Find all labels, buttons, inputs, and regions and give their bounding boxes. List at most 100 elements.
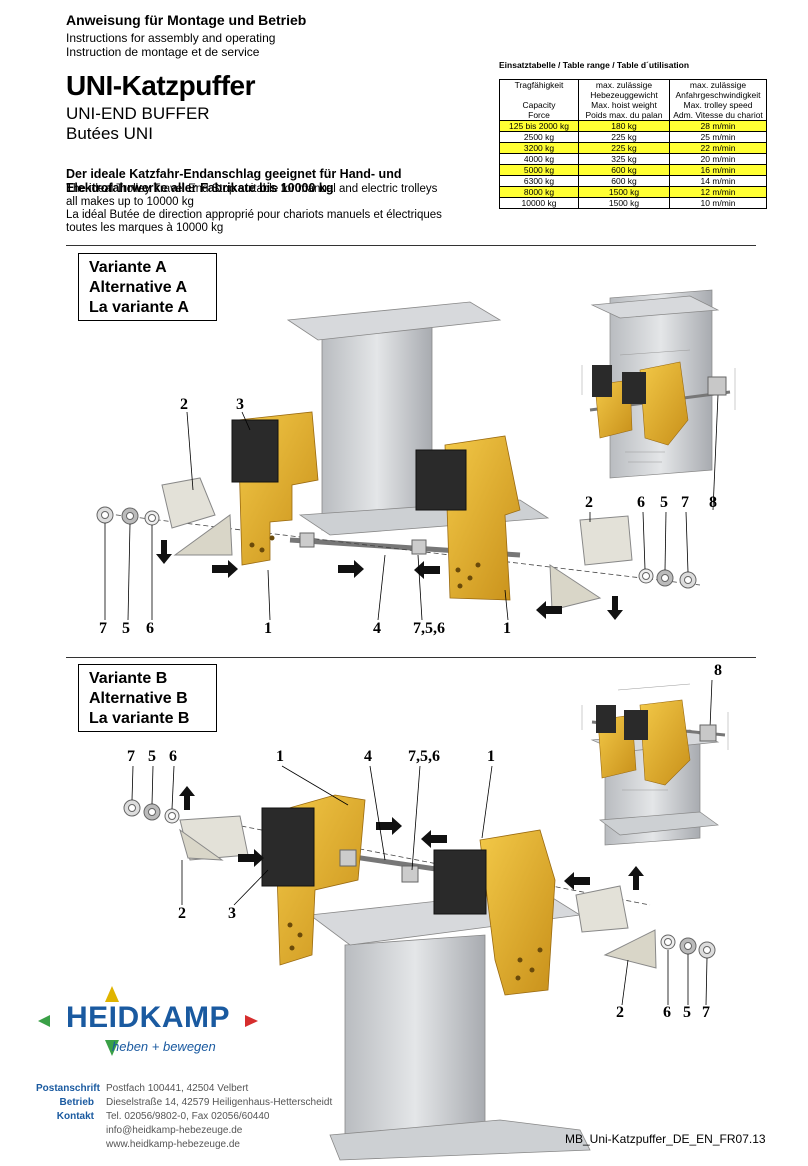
header-line: Force xyxy=(528,110,550,120)
wedge-part-2-right-lower xyxy=(603,929,657,969)
website-link[interactable]: www.heidkamp-hebezeuge.de xyxy=(106,1139,240,1150)
callout-number: 2 xyxy=(178,905,186,922)
header-line: Tragfähigkeit xyxy=(514,80,564,90)
callout-number: 2 xyxy=(616,1004,624,1021)
table-heading: Einsatztabelle / Table range / Table d´u… xyxy=(499,60,690,70)
description-fr-line2: toutes les marques à 10000 kg xyxy=(66,222,224,234)
callout-number: 1 xyxy=(276,748,284,765)
callout-number: 8 xyxy=(714,662,722,679)
callout-number: 1 xyxy=(487,748,495,765)
direction-arrows xyxy=(179,786,644,890)
fasteners-right xyxy=(638,568,697,589)
table-cell-speed: 22 m/min xyxy=(669,142,767,154)
table-header-row: Tragfähigkeit Capacity Force max. zuläss… xyxy=(499,79,767,121)
callout-number: 3 xyxy=(228,905,236,922)
clamp-holes xyxy=(249,535,481,589)
direction-arrows xyxy=(156,540,623,620)
header-line: max. zulässige xyxy=(689,80,747,90)
variant-a-label-fr: La variante A xyxy=(89,299,189,316)
wedge-part-2-right-lower xyxy=(549,564,602,611)
callout-number: 7 xyxy=(127,748,135,765)
email-link[interactable]: info@heidkamp-hebezeuge.de xyxy=(106,1125,243,1136)
beam-top-flange xyxy=(286,301,502,341)
variant-b-label-de: Variante B xyxy=(89,670,168,687)
rod-nut xyxy=(339,849,357,867)
header-line: Capacity xyxy=(522,100,556,110)
variant-a-detail-drawing xyxy=(581,289,736,479)
wedge-part-2-left-lower xyxy=(179,828,224,861)
callout-number: 7,5,6 xyxy=(408,748,440,765)
callout-number: 6 xyxy=(169,748,177,765)
header-line: max. zulässige xyxy=(595,80,653,90)
callout-number: 2 xyxy=(180,396,188,413)
buffer-part-3-left xyxy=(231,419,279,483)
callout-number: 4 xyxy=(364,748,372,765)
callout-number: 5 xyxy=(148,748,156,765)
document-title-fr: Instruction de montage et de service xyxy=(66,45,260,59)
product-name-de: UNI-Katzpuffer xyxy=(66,70,256,101)
header-line: Anfahrgeschwindigkeit xyxy=(675,90,761,100)
header-line: Poids max. du palan xyxy=(585,110,663,120)
beam-web xyxy=(344,934,486,1151)
column-header-capacity: Tragfähigkeit Capacity Force xyxy=(499,79,579,121)
callout-number: 5 xyxy=(122,620,130,637)
wedge-part-2-right xyxy=(579,515,633,566)
rod-nut xyxy=(401,865,419,883)
heidkamp-logo-mark xyxy=(38,986,258,1056)
buffer-part-3-right xyxy=(433,849,487,915)
description-en-line2: all makes up to 10000 kg xyxy=(66,196,194,208)
callout-number: 6 xyxy=(637,494,645,511)
product-name-fr: Butées UNI xyxy=(66,124,153,143)
heidkamp-logo: HEIDKAMP xyxy=(66,1001,231,1034)
variant-b-box: Variante B Alternative B La variante B xyxy=(78,664,217,732)
variant-a-box: Variante A Alternative A La variante A xyxy=(78,253,217,321)
callout-number: 2 xyxy=(585,494,593,511)
variant-a-label-en: Alternative A xyxy=(89,279,188,296)
leader-lines xyxy=(131,679,713,1006)
assembly-axis xyxy=(99,512,701,586)
product-name-en: UNI-END BUFFER xyxy=(66,104,210,123)
table-cell-speed: 10 m/min xyxy=(669,197,767,209)
callout-number: 5 xyxy=(660,494,668,511)
buffer-part-3-left xyxy=(261,807,315,887)
address-label: Betrieb xyxy=(59,1097,94,1108)
company-tagline: heben + bewegen xyxy=(112,1039,216,1054)
callout-number: 8 xyxy=(709,494,717,511)
callout-number: 1 xyxy=(264,620,272,637)
address-line: Dieselstraße 14, 42579 Heiligenhaus-Hett… xyxy=(106,1097,333,1108)
callout-number: 4 xyxy=(373,620,381,637)
description-en-line1: The ideal Trolley Travel End Stop suitab… xyxy=(66,183,438,195)
variant-b-figure xyxy=(123,679,716,1161)
address-label: Kontakt xyxy=(56,1111,94,1122)
beam-bottom-flange xyxy=(329,1119,591,1161)
document-title-de: Anweisung für Montage und Betrieb xyxy=(66,12,307,28)
callout-number: 1 xyxy=(503,620,511,637)
variant-b-label-fr: La variante B xyxy=(89,710,190,727)
callout-number: 5 xyxy=(683,1004,691,1021)
callout-number: 6 xyxy=(663,1004,671,1021)
clamp-part-1-right xyxy=(479,829,556,996)
usage-table: Tragfähigkeit Capacity Force max. zuläss… xyxy=(499,79,767,209)
callout-number: 3 xyxy=(236,396,244,413)
leader-lines xyxy=(104,394,719,621)
rod-nut xyxy=(411,539,427,555)
header-line: Adm. Vitesse du chariot xyxy=(673,110,763,120)
description-de: Der ideale Katzfahr-Endanschlag geeignet… xyxy=(66,167,402,195)
variant-a-label-de: Variante A xyxy=(89,259,167,276)
address-line: Postfach 100441, 42504 Velbert xyxy=(106,1083,249,1094)
description-fr-line1: La idéal Butée de direction approprié po… xyxy=(66,209,442,221)
callout-number: 7,5,6 xyxy=(413,620,445,637)
wedge-part-2-right xyxy=(575,885,629,933)
wedge-part-2-left-lower xyxy=(173,514,233,556)
wedge-part-2-left xyxy=(161,477,216,529)
callout-number: 7 xyxy=(681,494,689,511)
fasteners-left xyxy=(123,799,180,824)
callout-number: 7 xyxy=(702,1004,710,1021)
fasteners-left xyxy=(96,506,160,526)
header-line: Hebezeuggewicht xyxy=(590,90,658,100)
